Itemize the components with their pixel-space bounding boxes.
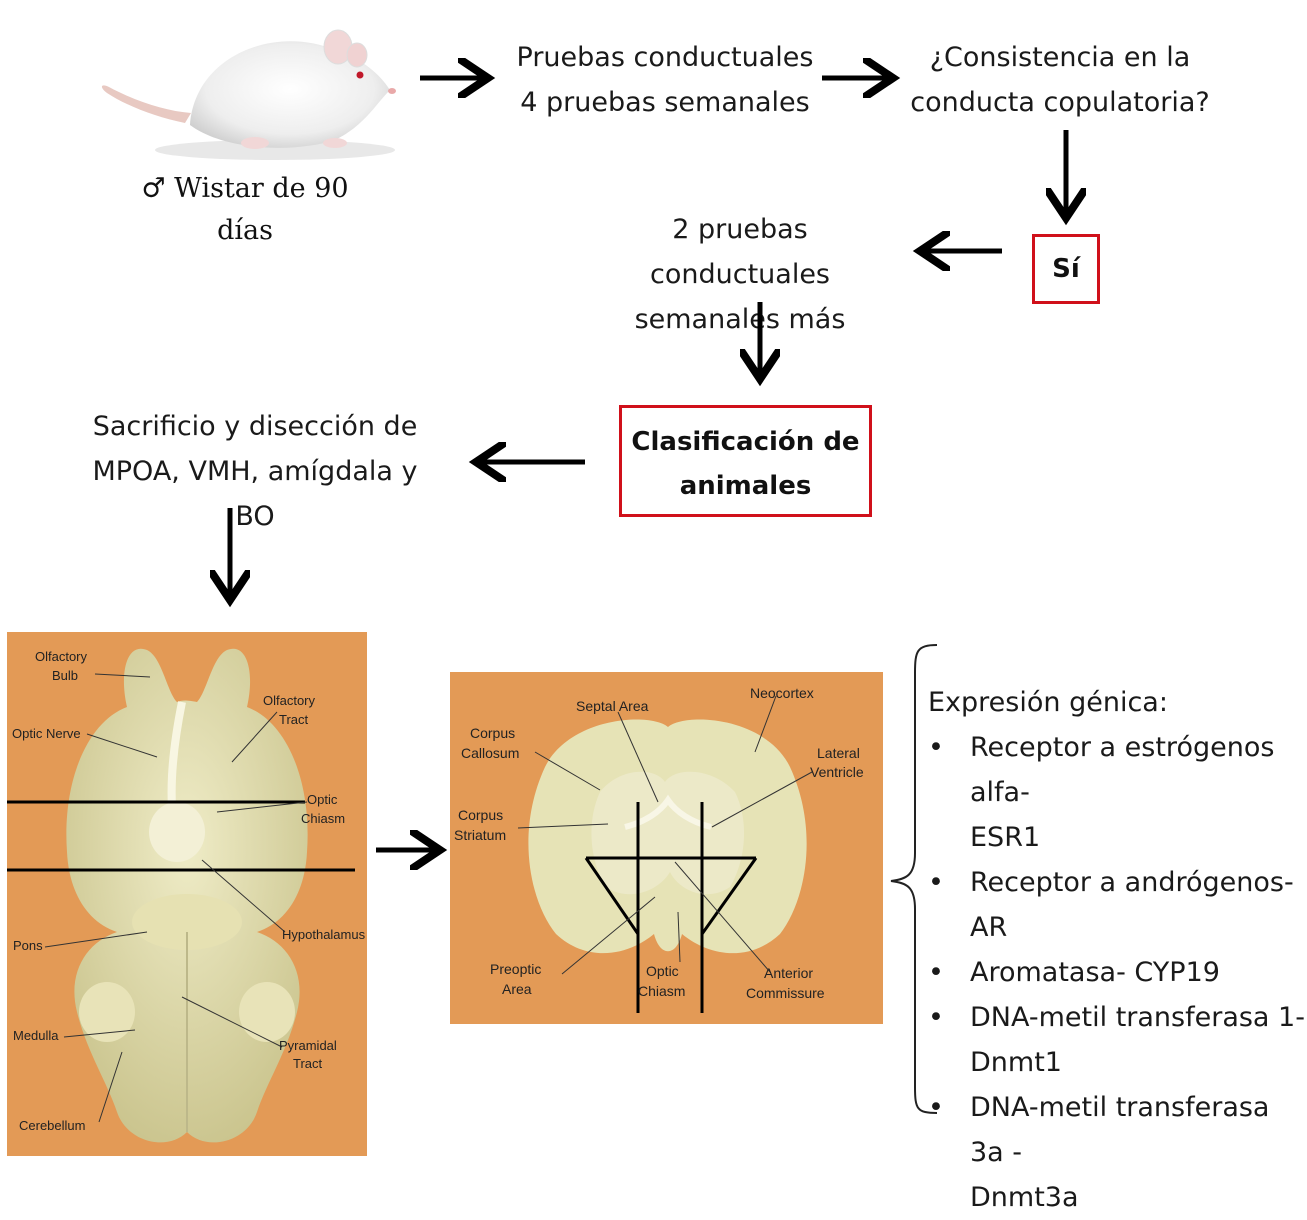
label-optic-chiasm-1: Optic — [646, 963, 679, 979]
label-cerebellum: Cerebellum — [19, 1118, 85, 1133]
coronal-brain-image: Septal Area Neocortex Corpus Callosum La… — [450, 672, 883, 1024]
ventral-brain-image: Olfactory Bulb Olfactory Tract Optic Ner… — [7, 632, 367, 1156]
gene-item-line1: Receptor a andrógenos- AR — [970, 860, 1307, 950]
label-pyramidal-tract-2: Tract — [293, 1056, 323, 1071]
label-anterior-commissure-1: Anterior — [764, 965, 813, 981]
label-olfactory-tract-1: Olfactory — [263, 693, 316, 708]
gene-list: Receptor a estrógenos alfa- ESR1 Recepto… — [928, 725, 1307, 1220]
label-optic-chiasm-2: Chiasm — [638, 983, 685, 999]
label-pyramidal-tract-1: Pyramidal — [279, 1038, 337, 1053]
label-optic-chiasm-2: Chiasm — [301, 811, 345, 826]
label-olfactory-tract-2: Tract — [279, 712, 309, 727]
label-lateral-ventricle-2: Ventricle — [810, 764, 864, 780]
gene-item-esr1: Receptor a estrógenos alfa- ESR1 — [928, 725, 1307, 860]
gene-item-line1: Aromatasa- CYP19 — [970, 950, 1307, 995]
label-anterior-commissure-2: Commissure — [746, 985, 825, 1001]
label-olfactory-bulb-2: Bulb — [52, 668, 78, 683]
gene-item-ar: Receptor a andrógenos- AR — [928, 860, 1307, 950]
label-olfactory-bulb-1: Olfactory — [35, 649, 88, 664]
gene-expression-panel: Expresión génica: Receptor a estrógenos … — [928, 680, 1307, 1220]
label-preoptic-area-2: Area — [502, 981, 532, 997]
gene-item-line2: ESR1 — [970, 815, 1307, 860]
gene-item-line1: Receptor a estrógenos alfa- — [970, 725, 1307, 815]
label-preoptic-area-1: Preoptic — [490, 961, 541, 977]
label-corpus-striatum-2: Striatum — [454, 827, 506, 843]
label-corpus-callosum-2: Callosum — [461, 745, 519, 761]
label-septal-area: Septal Area — [576, 698, 649, 714]
gene-item-line2: Dnmt3a — [970, 1175, 1307, 1220]
gene-item-line2: Dnmt1 — [970, 1040, 1307, 1085]
gene-expression-title: Expresión génica: — [928, 680, 1307, 725]
gene-item-dnmt1: DNA-metil transferasa 1- Dnmt1 — [928, 995, 1307, 1085]
label-neocortex: Neocortex — [750, 685, 814, 701]
label-optic-chiasm-1: Optic — [307, 792, 338, 807]
label-lateral-ventricle-1: Lateral — [817, 745, 860, 761]
label-pons: Pons — [13, 938, 43, 953]
label-hypothalamus: Hypothalamus — [282, 927, 366, 942]
gene-item-line1: DNA-metil transferasa 1- — [970, 995, 1307, 1040]
label-corpus-striatum-1: Corpus — [458, 807, 503, 823]
gene-item-cyp19: Aromatasa- CYP19 — [928, 950, 1307, 995]
label-medulla: Medulla — [13, 1028, 59, 1043]
label-optic-nerve: Optic Nerve — [12, 726, 81, 741]
gene-item-dnmt3a: DNA-metil transferasa 3a - Dnmt3a — [928, 1085, 1307, 1220]
gene-item-line1: DNA-metil transferasa 3a - — [970, 1085, 1307, 1175]
label-corpus-callosum-1: Corpus — [470, 725, 515, 741]
